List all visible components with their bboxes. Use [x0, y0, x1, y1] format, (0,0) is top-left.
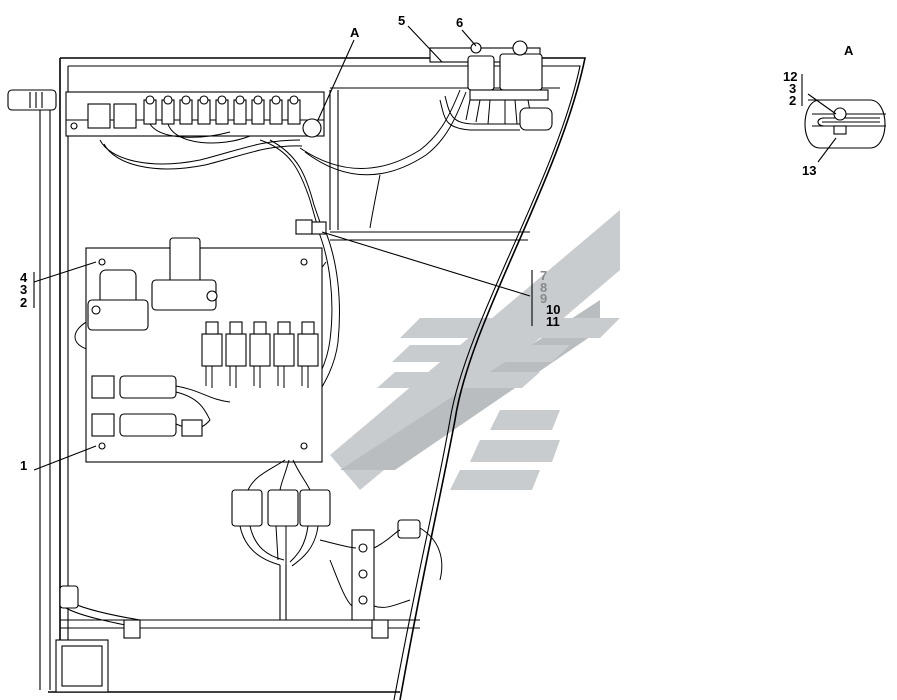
callout-8: 8: [540, 280, 547, 295]
detail-title-a: A: [844, 43, 854, 58]
detail-callout-13: 13: [802, 163, 816, 178]
callout-labels: A 5 6 4 3 2 1 7 8 9 10 11 A 12 3 2 13: [20, 13, 854, 473]
detail-callout-2: 2: [789, 93, 796, 108]
detail-callout-3: 3: [789, 81, 796, 96]
callout-a: A: [350, 25, 360, 40]
callout-5: 5: [398, 13, 405, 28]
callout-9: 9: [540, 291, 547, 306]
callout-left-4: 4: [20, 270, 28, 285]
door-handle: [7, 89, 57, 111]
detail-view-a: [801, 74, 886, 163]
top-connectors: [429, 40, 553, 131]
callout-left-3: 3: [20, 282, 27, 297]
callout-7: 7: [540, 268, 547, 283]
detail-callout-12: 12: [783, 69, 797, 84]
fuse-holders: [143, 95, 301, 125]
bottom-frame: [55, 585, 420, 693]
leader-lines: [33, 25, 533, 471]
watermark-logo: [330, 210, 620, 490]
lower-connectors: [231, 459, 443, 621]
callout-1: 1: [20, 458, 27, 473]
fuse-rail: [65, 91, 325, 138]
callout-6: 6: [456, 15, 463, 30]
cabinet-outline: [39, 57, 586, 700]
callout-10: 10: [546, 302, 560, 317]
callout-11: 11: [546, 314, 560, 329]
mounting-plate: [85, 237, 323, 463]
harness-clamp: [295, 219, 327, 235]
callout-left-2: 2: [20, 295, 27, 310]
